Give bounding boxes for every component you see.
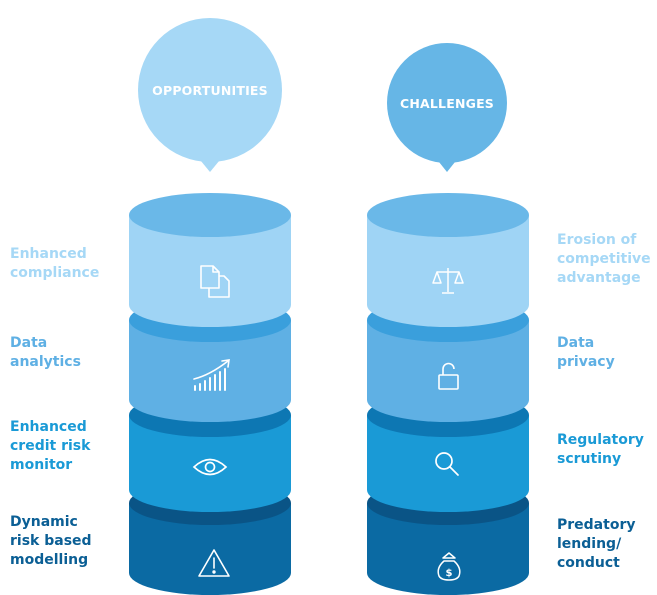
opportunities-stack	[129, 18, 291, 595]
opportunities-tier-1	[129, 193, 291, 327]
opportunities-title: OPPORTUNITIES	[152, 83, 268, 98]
challenges-stack: $	[367, 43, 529, 595]
open-lock-icon	[438, 362, 459, 390]
challenge-label-erosion-of-competitive-advantage: Erosion of competitive advantage	[557, 232, 651, 286]
warning-icon	[198, 549, 230, 577]
growth-chart-icon	[193, 359, 230, 391]
opportunities-bubble-pointer	[196, 155, 224, 172]
magnifier-icon	[435, 452, 459, 476]
challenges-title: CHALLENGES	[399, 96, 495, 111]
challenge-label-regulatory-scrutiny: Regulatory scrutiny	[557, 432, 644, 467]
documents-icon	[200, 265, 230, 298]
money-bag-icon: $	[437, 552, 461, 581]
opportunity-label-enhanced-compliance: Enhanced compliance	[10, 246, 100, 281]
opportunity-label-dynamic-risk-based-modelling: Dynamic risk based modelling	[10, 514, 92, 568]
challenges-tier-1	[367, 193, 529, 327]
dollar-glyph: $	[446, 568, 453, 579]
challenges-bubble	[387, 43, 507, 163]
challenge-label-data-privacy: Data privacy	[557, 335, 615, 370]
challenges-bubble-pointer	[435, 157, 459, 172]
opportunity-label-enhanced-credit-risk-monitor: Enhanced credit risk monitor	[10, 419, 91, 473]
opportunities-bubble	[138, 18, 282, 162]
opportunity-label-data-analytics: Data analytics	[10, 335, 81, 370]
eye-icon	[192, 458, 228, 476]
challenge-label-predatory-lending-conduct: Predatory lending/ conduct	[557, 517, 636, 571]
scales-icon	[432, 268, 464, 294]
